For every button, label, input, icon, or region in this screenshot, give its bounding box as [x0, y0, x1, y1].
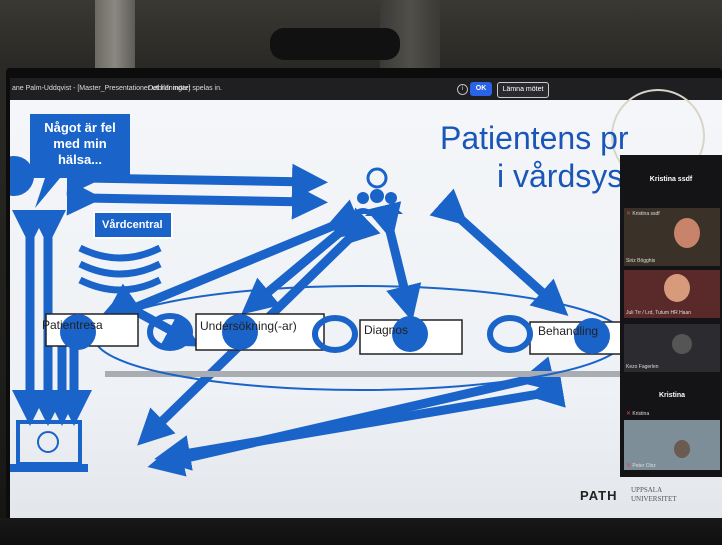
participant-video — [672, 334, 692, 354]
cycle-arrows — [147, 313, 533, 353]
signal-arcs — [78, 244, 162, 294]
step-faces — [60, 314, 610, 354]
slide-title-line1: Patientens pr — [440, 120, 629, 156]
participant-name: Juli Trr / Lrd, Tutum HR Haan — [626, 310, 692, 316]
participant-name: ✕ Kristina ssdf — [626, 211, 660, 217]
window-title: ane Palm-Uddqvist - [Master_Presentation… — [12, 85, 191, 92]
mic-muted-icon: ✕ — [626, 211, 632, 217]
info-icon[interactable]: i — [457, 84, 468, 95]
sad-face-icon — [10, 156, 34, 196]
vardcentral-label: Vårdcentral — [102, 219, 163, 231]
participant-video — [674, 218, 700, 248]
step-label: Diagnos — [364, 323, 409, 337]
slide-diagram — [10, 89, 722, 477]
laptop-icon — [10, 420, 88, 472]
speech-bubble-text: Något är fel med min hälsa... — [44, 120, 116, 167]
participant-name: ✕ Peter Olsz — [626, 463, 656, 469]
participant-video — [664, 274, 690, 302]
participant-tile[interactable]: Kezo Fagerlen — [624, 324, 720, 372]
mic-muted-icon: ✕ — [626, 463, 632, 469]
participant-tile[interactable]: ✕ Peter Olsz — [624, 420, 720, 470]
meeting-top-bar: ane Palm-Uddqvist - [Master_Presentation… — [10, 78, 722, 100]
participant-tile[interactable]: ✕ Kristina ssdf Siriz Bögghis — [624, 208, 720, 266]
active-participant-name: Kristina — [658, 392, 686, 399]
team-icon — [351, 167, 403, 216]
leave-meeting-button[interactable]: Lämna mötet — [497, 82, 549, 98]
wall-post — [95, 0, 135, 70]
participant-name: Kezo Fagerlen — [626, 364, 659, 370]
participants-header: Kristina ssdf — [649, 176, 693, 183]
participant-tile[interactable]: ✕ Kristina — [624, 406, 720, 420]
webcam — [270, 28, 400, 60]
monitor-bezel — [0, 518, 722, 545]
ok-button[interactable]: OK — [470, 82, 492, 96]
step-label: Patientresa — [42, 318, 103, 332]
path-logo: PATH — [580, 488, 618, 503]
recording-banner: Det här mötet spelas in. — [148, 85, 222, 92]
slide-title-line2: i vårdsyst — [497, 158, 633, 194]
mic-muted-icon: ✕ — [626, 411, 632, 417]
participant-name: Siriz Bögghis — [626, 258, 656, 264]
participant-tile[interactable]: Juli Trr / Lrd, Tutum HR Haan — [624, 270, 720, 318]
participant-name: ✕ Kristina — [626, 411, 650, 417]
participant-video — [674, 440, 690, 458]
step-label: Undersökning(-ar) — [200, 319, 297, 333]
step-label: Behandling — [538, 324, 599, 338]
